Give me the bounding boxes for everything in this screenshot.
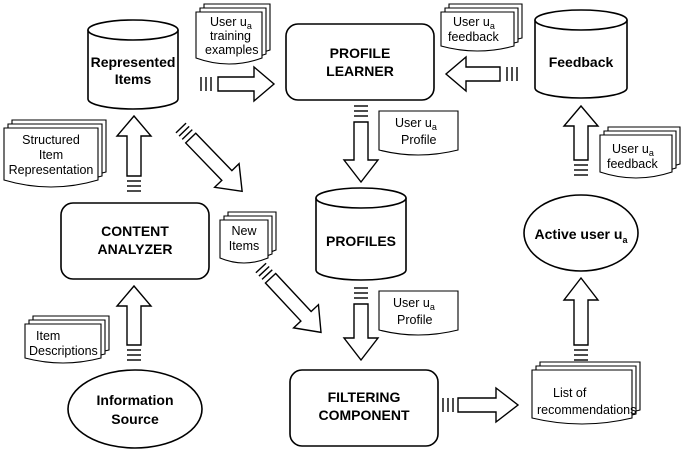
doc-profile2-line1: User ua <box>393 296 435 312</box>
feedback-node: Feedback <box>534 9 628 99</box>
doc-structured-line3: Representation <box>9 163 94 177</box>
doc-training-examples: User ua training examples <box>195 3 271 65</box>
profiles-node: PROFILES <box>315 187 407 281</box>
arrow-userfeedback-to-feedback <box>562 104 600 176</box>
information-source-label: Information <box>97 392 174 408</box>
doc-profile1-line2: Profile <box>401 133 436 147</box>
profile-learner-label-2: LEARNER <box>326 63 394 79</box>
arrow-profiles-to-filtering <box>342 287 380 362</box>
doc-training-line2: training <box>210 29 251 43</box>
doc-feedback-right-line2: feedback <box>607 157 658 171</box>
doc-user-profile-1: User ua Profile <box>378 110 459 156</box>
arrow-items-to-learner <box>200 65 276 103</box>
doc-recommendations: List of recommendations <box>531 361 641 425</box>
filtering-component-label-2: COMPONENT <box>319 407 410 423</box>
doc-structured-item: Structured Item Representation <box>3 119 107 188</box>
doc-training-line3: examples <box>205 43 259 57</box>
arrow-source-to-analyzer <box>115 284 153 361</box>
doc-feedback-right-line1: User ua <box>612 142 654 158</box>
arrow-items-to-profiles <box>175 122 243 193</box>
arrow-feedback-to-learner <box>444 55 518 93</box>
information-source-label-2: Source <box>111 411 159 427</box>
arrow-analyzer-to-items <box>115 114 153 192</box>
doc-training-line1: User ua <box>210 15 252 31</box>
doc-feedback-top-line1: User ua <box>453 15 495 31</box>
represented-items-label-2: Items <box>115 71 152 87</box>
information-source-node: Information Source <box>67 369 203 449</box>
doc-new-items-line1: New <box>231 224 257 238</box>
doc-item-descriptions: Item Descriptions <box>24 315 110 364</box>
profile-learner-label: PROFILE <box>330 45 391 61</box>
doc-structured-line2: Item <box>39 148 63 162</box>
profiles-label: PROFILES <box>326 233 396 249</box>
arrow-filtering-to-recommendations <box>442 386 520 424</box>
doc-profile2-line2: Profile <box>397 313 432 327</box>
content-analyzer-label-2: ANALYZER <box>98 241 173 257</box>
arrow-learner-to-profiles <box>342 105 380 184</box>
doc-new-items: New Items <box>219 211 277 264</box>
doc-recommendations-line1: List of <box>553 386 587 400</box>
doc-item-desc-line1: Item <box>36 329 60 343</box>
content-analyzer-node: CONTENT ANALYZER <box>60 202 210 280</box>
feedback-label: Feedback <box>549 54 614 70</box>
content-analyzer-label: CONTENT <box>101 223 169 239</box>
filtering-component-label: FILTERING <box>328 389 401 405</box>
active-user-node: Active user ua <box>523 194 639 272</box>
doc-profile1-line1: User ua <box>395 116 437 132</box>
filtering-component-node: FILTERING COMPONENT <box>289 369 439 447</box>
active-user-label: Active user ua <box>535 226 629 245</box>
doc-structured-line1: Structured <box>22 133 80 147</box>
doc-feedback-top-line2: feedback <box>448 30 499 44</box>
arrow-recommendations-to-user <box>562 276 600 361</box>
profile-learner-node: PROFILE LEARNER <box>285 23 435 101</box>
doc-recommendations-line2: recommendations <box>537 403 636 417</box>
doc-item-desc-line2: Descriptions <box>29 344 98 358</box>
represented-items-label: Represented <box>91 54 176 70</box>
arrow-analyzer-to-filtering <box>255 262 322 334</box>
represented-items-node: Represented Items <box>87 19 179 110</box>
doc-feedback-right: User ua feedback <box>599 126 681 179</box>
doc-feedback-top: User ua feedback <box>440 3 523 52</box>
doc-new-items-line2: Items <box>229 239 260 253</box>
doc-user-profile-2: User ua Profile <box>378 290 459 336</box>
